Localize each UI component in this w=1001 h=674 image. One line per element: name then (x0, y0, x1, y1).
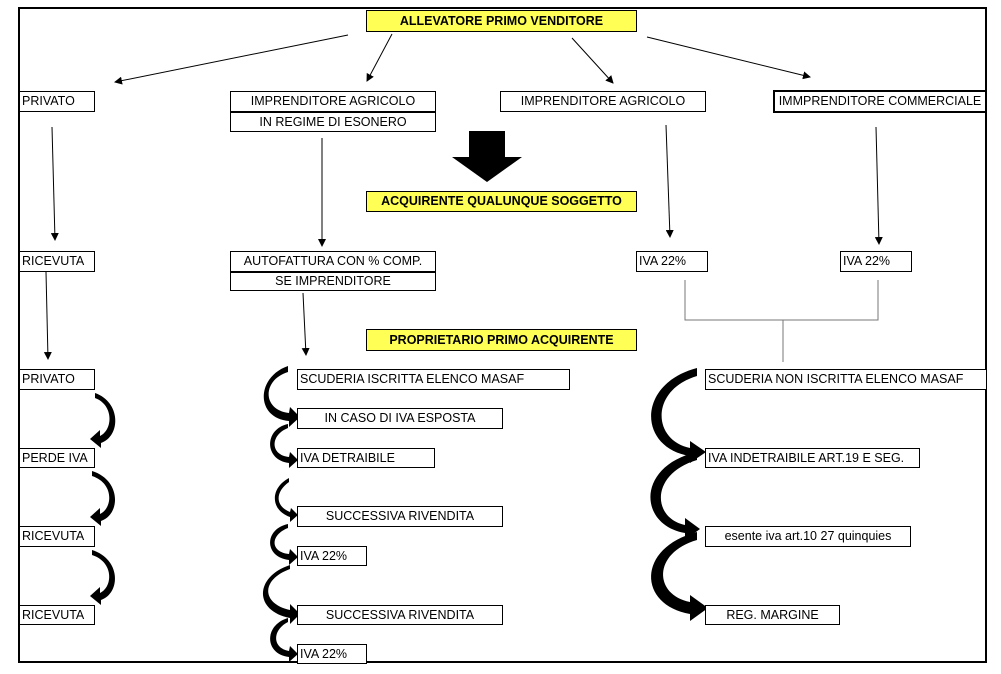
col1-step-perde-iva: PERDE IVA (19, 448, 95, 468)
curved-arrow-1 (90, 393, 116, 448)
arrow-autofattura-to-scuderia (301, 292, 310, 356)
arrow-agricolo-to-iva (665, 124, 674, 238)
col2-step-iva-22-2: IVA 22% (297, 644, 367, 664)
curved-arrow-5 (270, 424, 298, 468)
col2-step-successiva-rivendita-2: SUCCESSIVA RIVENDITA (297, 605, 503, 625)
curved-arrow-11 (650, 452, 700, 540)
col1-step-privato: PRIVATO (19, 369, 95, 390)
diagram-frame (18, 7, 987, 663)
seller-type-privato: PRIVATO (19, 91, 95, 112)
curved-arrows-col2 (263, 366, 300, 662)
bracket-iva-join (684, 280, 879, 321)
col2-step-iva-detraibile: IVA DETRAIBILE (297, 448, 435, 468)
curved-arrow-12 (651, 532, 708, 621)
seller-type-agricolo-esonero-line1: IMPRENDITORE AGRICOLO (230, 91, 436, 112)
seller-type-commerciale: IMMPRENDITORE COMMERCIALE (773, 90, 987, 113)
document-autofattura-line1: AUTOFATTURA CON % COMP. (230, 251, 436, 272)
col2-step-iva-22: IVA 22% (297, 546, 367, 566)
curved-arrow-2 (90, 471, 116, 526)
document-autofattura-line2: SE IMPRENDITORE (230, 272, 436, 291)
right-step-iva-indetraibile: IVA INDETRAIBILE ART.19 E SEG. (705, 448, 920, 468)
curved-arrow-7 (270, 524, 298, 565)
document-iva-22-agricolo: IVA 22% (636, 251, 708, 272)
right-step-esente-iva: esente iva art.10 27 quinquies (705, 526, 911, 547)
buyer-heading: ACQUIRENTE QUALUNQUE SOGGETTO (366, 191, 637, 212)
col2-step-iva-esposta: IN CASO DI IVA ESPOSTA (297, 408, 503, 429)
col2-step-successiva-rivendita: SUCCESSIVA RIVENDITA (297, 506, 503, 527)
arrow-ricevuta-to-privato (43, 271, 52, 360)
curved-arrow-10 (651, 368, 706, 463)
owner-heading: PROPRIETARIO PRIMO ACQUIRENTE (366, 329, 637, 351)
seller-type-agricolo-esonero-line2: IN REGIME DI ESONERO (230, 112, 436, 132)
curved-arrows-right (650, 368, 708, 621)
curved-arrow-9 (270, 618, 298, 662)
seller-heading: ALLEVATORE PRIMO VENDITORE (366, 10, 637, 32)
curved-arrow-8 (263, 565, 300, 624)
right-step-scuderia-non-iscritta: SCUDERIA NON ISCRITTA ELENCO MASAF (705, 369, 987, 390)
arrow-seller-to-commerciale (646, 36, 811, 80)
seller-type-agricolo: IMPRENDITORE AGRICOLO (500, 91, 706, 112)
curved-arrow-4 (263, 366, 300, 427)
col1-step-ricevuta-2: RICEVUTA (19, 605, 95, 625)
right-step-reg-margine: REG. MARGINE (705, 605, 840, 625)
arrow-seller-to-privato (114, 34, 349, 85)
arrow-commerciale-to-iva (874, 126, 883, 245)
document-iva-22-commerciale: IVA 22% (840, 251, 912, 272)
col2-step-scuderia-iscritta: SCUDERIA ISCRITTA ELENCO MASAF (297, 369, 570, 390)
curved-arrow-6 (274, 478, 298, 522)
arrow-seller-to-agricolo-esonero (366, 33, 393, 82)
big-down-arrow-icon (452, 131, 522, 182)
col1-step-ricevuta: RICEVUTA (19, 526, 95, 547)
curved-arrows-col1 (90, 393, 116, 605)
arrow-privato-to-ricevuta (50, 126, 59, 241)
arrow-seller-to-agricolo (571, 37, 614, 84)
document-ricevuta: RICEVUTA (19, 251, 95, 272)
curved-arrow-3 (90, 550, 116, 605)
